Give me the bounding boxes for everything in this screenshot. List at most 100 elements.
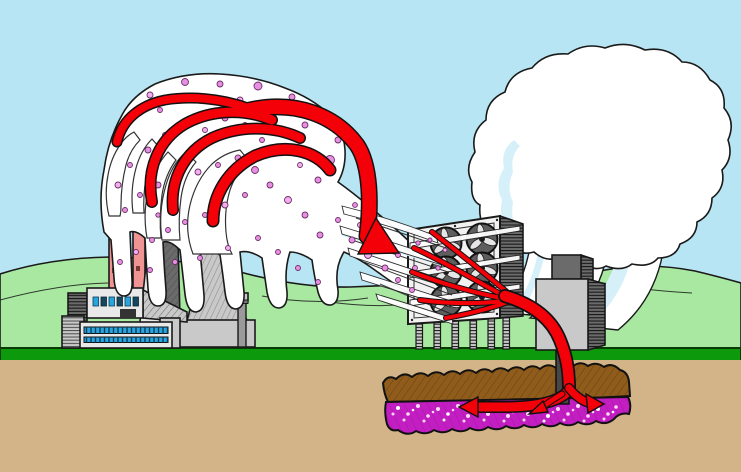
stored-co2-dot: [391, 412, 395, 416]
co2-molecule-icon: [381, 264, 389, 272]
co2-molecule-icon: [146, 91, 154, 99]
co2-molecule-icon: [334, 136, 342, 144]
co2-molecule-icon: [149, 237, 155, 243]
co2-molecule-icon: [221, 201, 229, 209]
smoke-column: [105, 131, 141, 217]
stored-co2-dot: [576, 404, 580, 408]
unit-flow-arrow: [412, 246, 508, 299]
co2-molecule-icon: [194, 168, 202, 176]
stored-co2-dot: [436, 407, 440, 411]
co2-molecule-icon: [181, 78, 189, 86]
window: [92, 296, 99, 307]
stored-co2-dot: [602, 417, 606, 421]
co2-molecule-icon: [155, 212, 161, 218]
stored-co2-dot: [542, 419, 546, 423]
leg-stripes: [488, 318, 495, 349]
leg-stripes: [452, 319, 459, 349]
co2-molecule-icon: [335, 217, 341, 223]
co2-molecule-icon: [127, 162, 133, 168]
stored-co2-dot: [402, 418, 406, 422]
reservoir-arrowhead-mid: [526, 399, 550, 415]
co2-molecule-icon: [442, 247, 448, 253]
injection-arrow: [499, 290, 575, 396]
stored-co2-dot: [611, 410, 615, 414]
leg-stripes: [503, 317, 510, 349]
stored-co2-dot: [546, 414, 550, 418]
stored-co2-dot: [416, 404, 420, 408]
co2-molecule-icon: [315, 279, 321, 285]
capture-arrow-tail: [208, 144, 335, 226]
stored-co2-dot: [502, 419, 506, 423]
co2-molecule-icon: [435, 265, 441, 271]
capture-arrowhead: [356, 216, 401, 255]
co2-molecule-icon: [427, 237, 433, 243]
co2-molecule-icon: [225, 245, 231, 251]
window: [124, 296, 131, 307]
capture-arrow-tail: [113, 94, 252, 146]
stored-co2-dot: [442, 418, 446, 422]
stored-co2-dot: [606, 412, 610, 416]
motion-line: [363, 261, 453, 296]
stored-co2-dot: [426, 414, 430, 418]
stored-co2-dot: [482, 418, 486, 422]
building-top-box: [551, 254, 582, 280]
co2-molecule-icon: [284, 196, 292, 204]
co2-molecule-icon: [197, 255, 203, 261]
window: [132, 296, 139, 307]
stored-co2-dot: [446, 412, 450, 416]
stored-co2-dot: [586, 414, 590, 418]
unit-flow-arrow: [418, 298, 507, 306]
stored-co2-dot: [506, 414, 510, 418]
stored-co2-dot: [556, 407, 560, 411]
window: [108, 296, 115, 307]
co2-molecule-icon: [215, 162, 221, 168]
co2-molecule-icon: [147, 267, 153, 273]
leg-stripes: [434, 319, 441, 349]
stored-co2-dot: [614, 405, 618, 409]
co2-molecule-icon: [202, 127, 208, 133]
co2-molecule-icon: [348, 236, 356, 244]
co2-molecule-icon: [114, 181, 122, 189]
co2-molecule-icon: [251, 166, 259, 174]
co2-molecule-icon: [297, 162, 303, 168]
stored-co2-dot: [466, 414, 470, 418]
co2-molecule-icon: [172, 259, 178, 265]
co2-molecule-icon: [122, 207, 128, 213]
stored-co2-dot: [406, 412, 410, 416]
co2-molecule-icon: [352, 202, 358, 208]
unit-flow-arrow: [410, 270, 508, 301]
stored-co2-dot: [571, 408, 575, 412]
leg-stripes: [470, 318, 477, 349]
co2-molecule-icon: [301, 121, 309, 129]
louver-hatch: [62, 316, 84, 348]
co2-molecule-icon: [316, 231, 324, 239]
co2-molecule-icon: [133, 249, 139, 255]
window-strip-ticks: [84, 327, 168, 334]
window: [100, 296, 107, 307]
co2-molecule-icon: [255, 235, 261, 241]
plant-low-building: [79, 321, 173, 349]
co2-molecule-icon: [415, 240, 421, 246]
stored-co2-dot: [396, 406, 400, 410]
co2-molecule-icon: [253, 81, 263, 91]
co2-molecule-icon: [117, 259, 123, 265]
co2-molecule-icon: [242, 192, 248, 198]
leg-stripes: [416, 318, 423, 349]
stored-co2-dot: [551, 410, 555, 414]
co2-molecule-icon: [182, 219, 188, 225]
co2-molecule-icon: [137, 192, 143, 198]
window: [116, 296, 123, 307]
unit-flow-arrow: [430, 230, 510, 295]
building-side-hatch: [588, 279, 605, 350]
stored-co2-dot: [462, 419, 466, 423]
co2-molecule-icon: [275, 249, 281, 255]
stored-co2-dot: [411, 408, 415, 412]
window-strip-ticks: [84, 337, 168, 343]
co2-molecule-icon: [144, 146, 152, 154]
stored-co2-dot: [522, 418, 526, 422]
vent-box: [120, 309, 136, 318]
co2-molecule-icon: [295, 265, 301, 271]
stored-co2-dot: [582, 419, 586, 423]
reservoir-arrowhead-left: [457, 395, 479, 419]
